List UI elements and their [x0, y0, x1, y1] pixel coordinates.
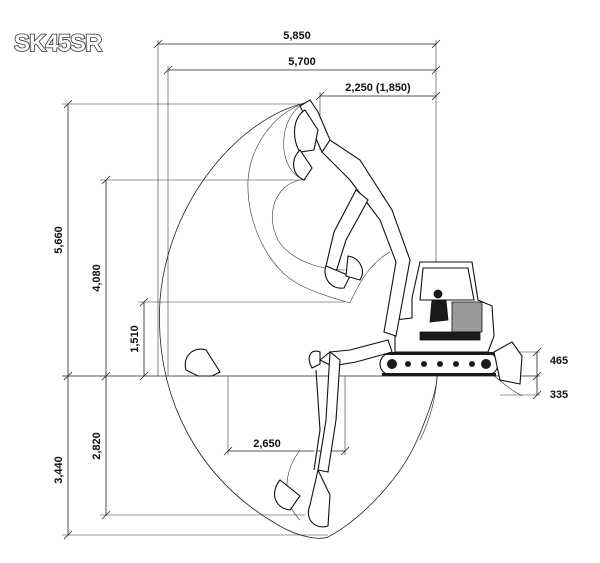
- vertical-wall-depth-label: 2,820: [91, 432, 103, 460]
- level-cut-length-label: 2,650: [253, 438, 281, 450]
- max-dig-depth-label: 3,440: [53, 456, 65, 484]
- bucket-dump: [324, 265, 351, 289]
- blade-lift-label: 465: [550, 355, 568, 367]
- arm-digging: [317, 350, 341, 473]
- bucket-ground: [184, 348, 221, 377]
- working-range-envelope: [159, 102, 438, 539]
- excavator-illustration: [184, 99, 523, 528]
- operator-icon: [429, 289, 449, 323]
- cab: [419, 267, 475, 301]
- body-skirt: [419, 331, 481, 341]
- min-dump-height-label: 1,510: [129, 325, 141, 353]
- max-reach-label: 5,850: [283, 30, 311, 42]
- model-title: SK45SR: [14, 30, 102, 57]
- max-dump-height-label: 4,080: [91, 264, 103, 292]
- bucket-raised: [294, 109, 319, 153]
- min-swing-radius-label: 2,250 (1,850): [345, 82, 411, 94]
- max-reach-ground-label: 5,700: [288, 56, 316, 68]
- dimension-ticks: [63, 39, 542, 540]
- arm-dump: [325, 189, 369, 273]
- max-dig-height-label: 5,660: [53, 226, 65, 254]
- engine-cover: [451, 301, 483, 333]
- dozer-blade: [493, 341, 523, 385]
- blade-depth-label: 335: [550, 389, 568, 401]
- bucket-digging: [308, 468, 331, 528]
- dimension-lines: [62, 40, 540, 536]
